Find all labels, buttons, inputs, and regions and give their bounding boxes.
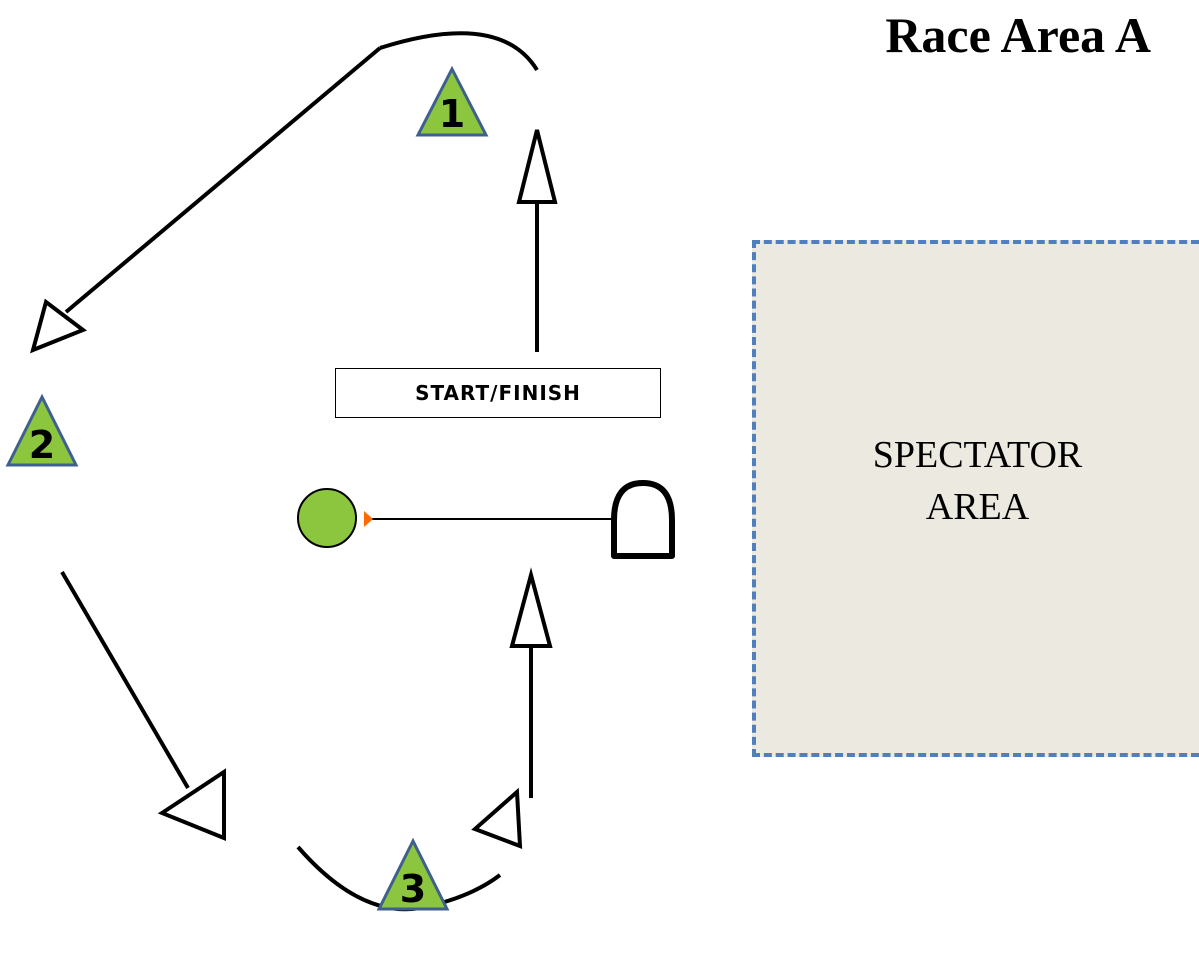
diagram-title: Race Area A — [885, 7, 1151, 63]
course-arc-mark1 — [379, 31, 539, 72]
mark-3: 3 — [376, 837, 450, 911]
pin-buoy — [297, 488, 357, 548]
mark-2-label: 2 — [29, 423, 55, 467]
spectator-area: SPECTATOR AREA — [752, 240, 1199, 757]
mark-1-label: 1 — [439, 92, 465, 136]
mark-1: 1 — [415, 65, 489, 137]
spectator-area-label: SPECTATOR AREA — [756, 429, 1199, 533]
committee-boat — [611, 480, 675, 559]
pin-flag — [364, 511, 373, 527]
course-leg-1-to-2 — [64, 46, 382, 314]
spectator-label-line2: AREA — [925, 486, 1030, 528]
course-arrowhead-to-mark2 — [30, 298, 88, 354]
course-arrowhead-to-mark3 — [157, 768, 226, 841]
course-arrowhead-mark3-rounding — [471, 787, 523, 849]
spectator-label-line1: SPECTATOR — [872, 434, 1083, 476]
course-arrowhead-to-mark1 — [516, 129, 558, 204]
start-finish-label: START/FINISH — [335, 368, 661, 418]
mark-3-label: 3 — [400, 867, 426, 911]
course-arrowhead-to-finish — [509, 567, 553, 648]
course-leg-2-to-3 — [60, 570, 190, 790]
mark-2: 2 — [5, 393, 79, 467]
